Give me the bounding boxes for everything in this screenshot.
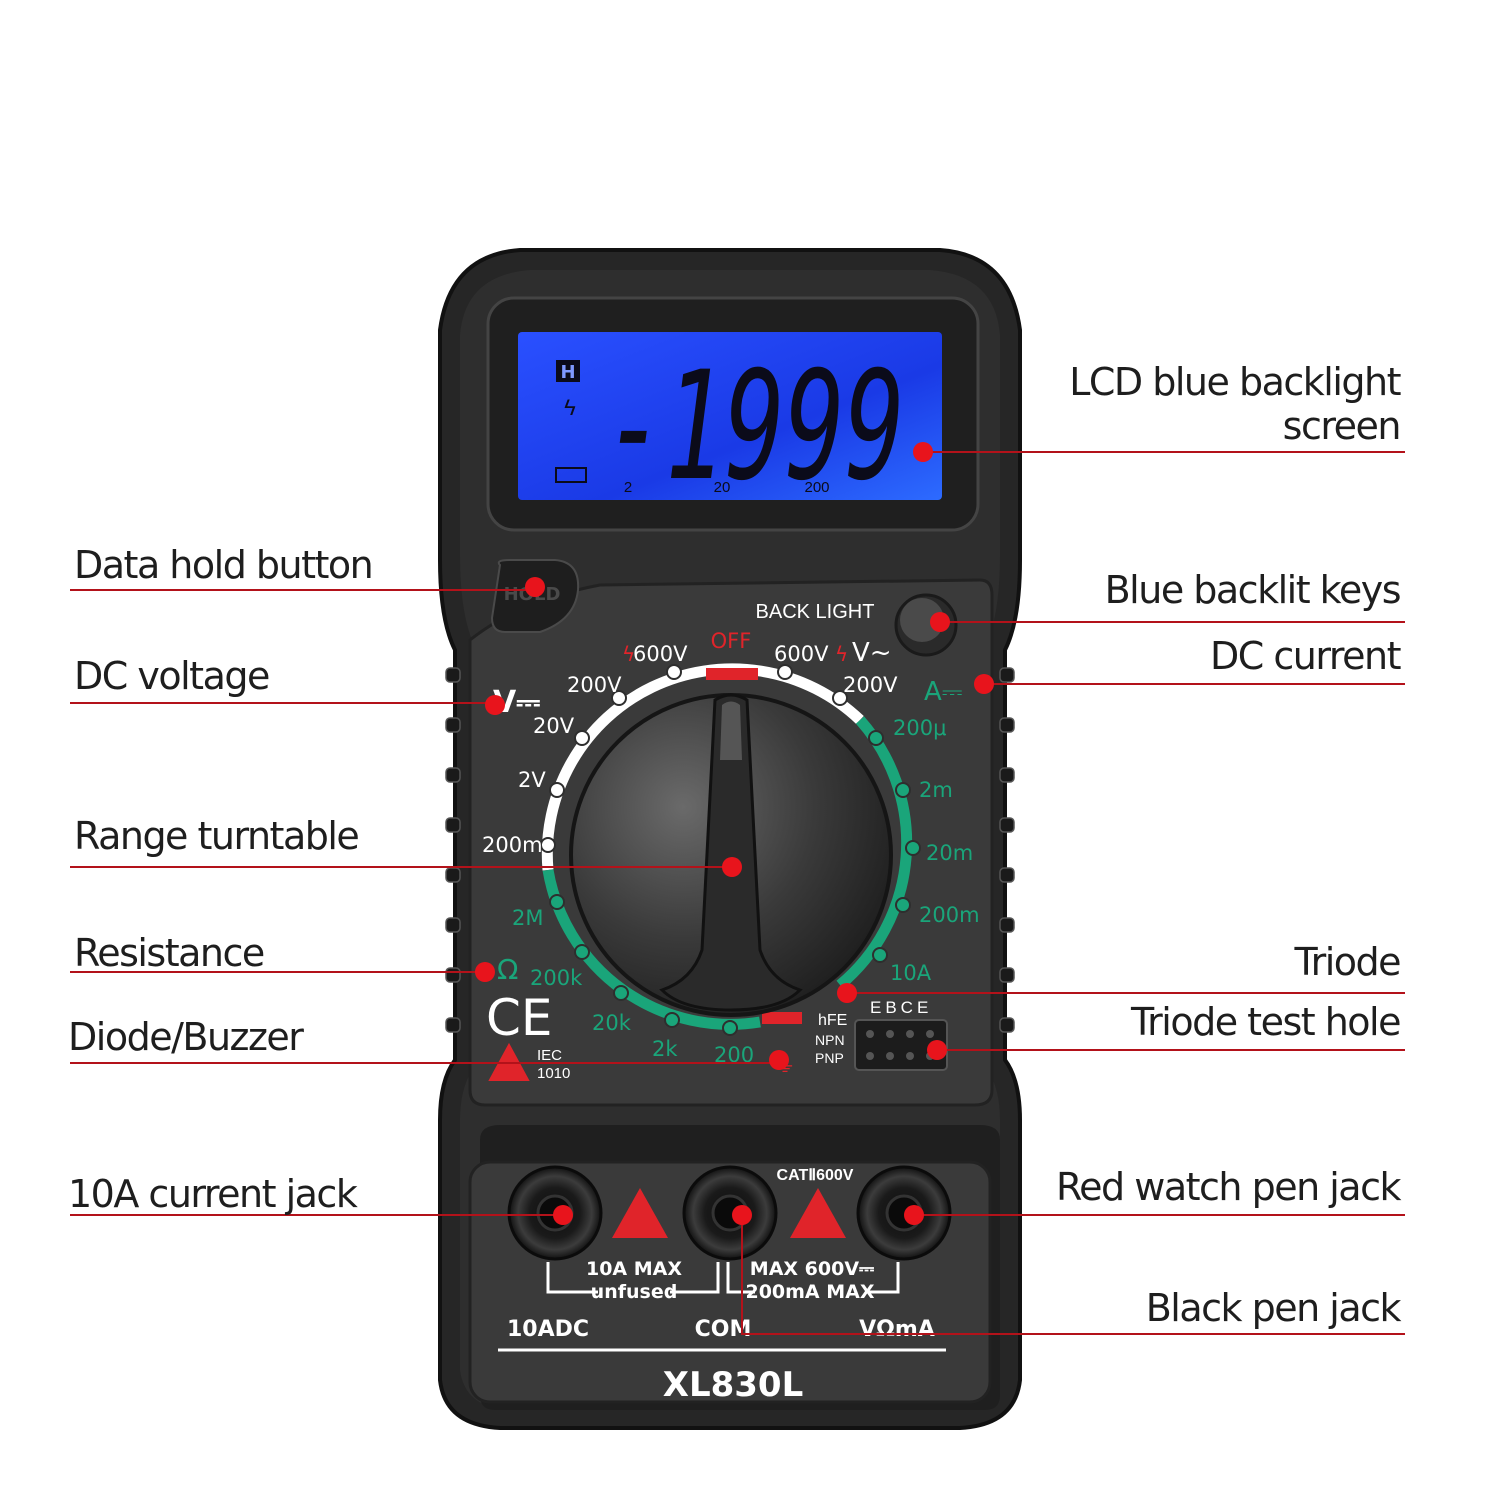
lightning-icon-left: ϟ xyxy=(622,642,635,666)
dial-off-label: OFF xyxy=(711,629,752,653)
npn-label: NPN xyxy=(815,1032,845,1048)
lcd-content: H ϟ -1999 2 20 200 xyxy=(555,340,905,514)
callout-triode-hole: Triode test hole xyxy=(1131,1000,1401,1044)
lcd-lightning-icon: ϟ xyxy=(564,395,576,420)
lcd-reading: -1999 xyxy=(605,340,905,514)
callout-hold: Data hold button xyxy=(74,543,374,587)
dial-acv-600: 600V xyxy=(774,642,829,666)
dial-dcv-200m: 200m xyxy=(482,833,543,857)
jack-warning-icon-right xyxy=(790,1188,846,1238)
callout-range-turntable: Range turntable xyxy=(74,814,360,858)
warning-left-line2: unfused xyxy=(591,1281,678,1303)
current-scale-arc xyxy=(836,716,913,990)
lcd-hold-indicator: H xyxy=(560,362,575,383)
dial-dcv-600: 600V xyxy=(633,642,688,666)
dial-tick-dots-green xyxy=(549,730,921,1036)
jack-vohm[interactable] xyxy=(856,1165,952,1261)
callout-triode: Triode xyxy=(1294,940,1401,984)
dial-dca-2m: 2m xyxy=(919,778,953,802)
backlight-label: BACK LIGHT xyxy=(756,601,875,623)
model-label: XL830L xyxy=(663,1365,804,1405)
hfe-label: hFE xyxy=(818,1012,847,1029)
dial-dca-10a: 10A xyxy=(890,961,932,985)
lcd-scale-200: 200 xyxy=(804,479,829,496)
callout-markers xyxy=(475,442,994,1225)
dial-ohm-symbol: Ω xyxy=(497,953,518,986)
warning-right-line1: MAX 600V⎓ xyxy=(750,1258,874,1280)
ce-mark: CE xyxy=(486,989,553,1047)
jack-com[interactable] xyxy=(682,1165,778,1261)
jack-warning-icon-left xyxy=(612,1188,668,1238)
range-knob[interactable] xyxy=(569,693,893,1017)
lcd-battery-icon xyxy=(555,467,587,483)
label-vohm: VΩmA xyxy=(859,1317,935,1342)
jack-brackets xyxy=(546,1262,900,1294)
callout-lcd-line2: screen xyxy=(1282,404,1402,448)
off-marker xyxy=(706,668,758,680)
dial-ohm-2m: 2M xyxy=(512,906,543,930)
callout-black-pen-jack: Black pen jack xyxy=(1145,1286,1402,1330)
dial-ohm-200k: 200k xyxy=(530,966,583,990)
callout-red-pen-jack: Red watch pen jack xyxy=(1055,1165,1402,1209)
transistor-socket[interactable] xyxy=(854,1019,948,1071)
lcd-screen xyxy=(518,332,942,500)
knob-pointer xyxy=(659,693,803,1012)
knob-pointer-tip xyxy=(720,701,742,760)
dial-ohm-20k: 20k xyxy=(592,1011,632,1035)
ebce-label: EBCE xyxy=(870,998,932,1017)
voltage-scale-arc xyxy=(541,663,864,871)
callout-dc-current: DC current xyxy=(1210,634,1401,678)
callout-diode-buzzer: Diode/Buzzer xyxy=(68,1015,304,1059)
callout-lcd-line1: LCD blue backlight xyxy=(1069,360,1401,404)
dial-dcv-2: 2V xyxy=(518,768,546,792)
lcd-scale-2: 2 xyxy=(624,479,632,496)
dial-dcv-200: 200V xyxy=(567,673,622,697)
backlight-button[interactable] xyxy=(894,593,958,657)
dial-dca-200m: 200m xyxy=(919,903,980,927)
cat-rating: CATⅡ600V xyxy=(777,1167,854,1184)
dial-acv-200: 200V xyxy=(843,673,898,697)
dial-tick-dots xyxy=(540,664,848,853)
dial-acv-symbol: V~ xyxy=(852,638,892,668)
callout-backlit-keys: Blue backlit keys xyxy=(1104,568,1402,612)
diode-marker xyxy=(762,1012,802,1024)
callout-dc-voltage: DC voltage xyxy=(74,654,270,698)
warning-right-line2: 200mA MAX xyxy=(745,1281,874,1303)
dial-dcv-20: 20V xyxy=(533,714,575,738)
dial-dca-20m: 20m xyxy=(926,841,973,865)
lightning-icon-right: ϟ xyxy=(835,642,848,666)
pnp-label: PNP xyxy=(815,1050,844,1066)
lcd-scale-20: 20 xyxy=(714,479,731,496)
dial-dca-symbol: A⎓ xyxy=(924,677,963,707)
iec-number: 1010 xyxy=(537,1065,570,1082)
callout-resistance: Resistance xyxy=(74,931,265,975)
dial-ohm-2k: 2k xyxy=(652,1037,678,1061)
warning-left-line1: 10A MAX xyxy=(586,1258,682,1280)
callout-current-jack: 10A current jack xyxy=(68,1172,358,1216)
iec-label: IEC xyxy=(537,1047,562,1064)
dial-dca-200u: 200μ xyxy=(893,716,946,740)
label-10adc: 10ADC xyxy=(507,1317,589,1342)
callout-lines xyxy=(70,451,1405,1335)
